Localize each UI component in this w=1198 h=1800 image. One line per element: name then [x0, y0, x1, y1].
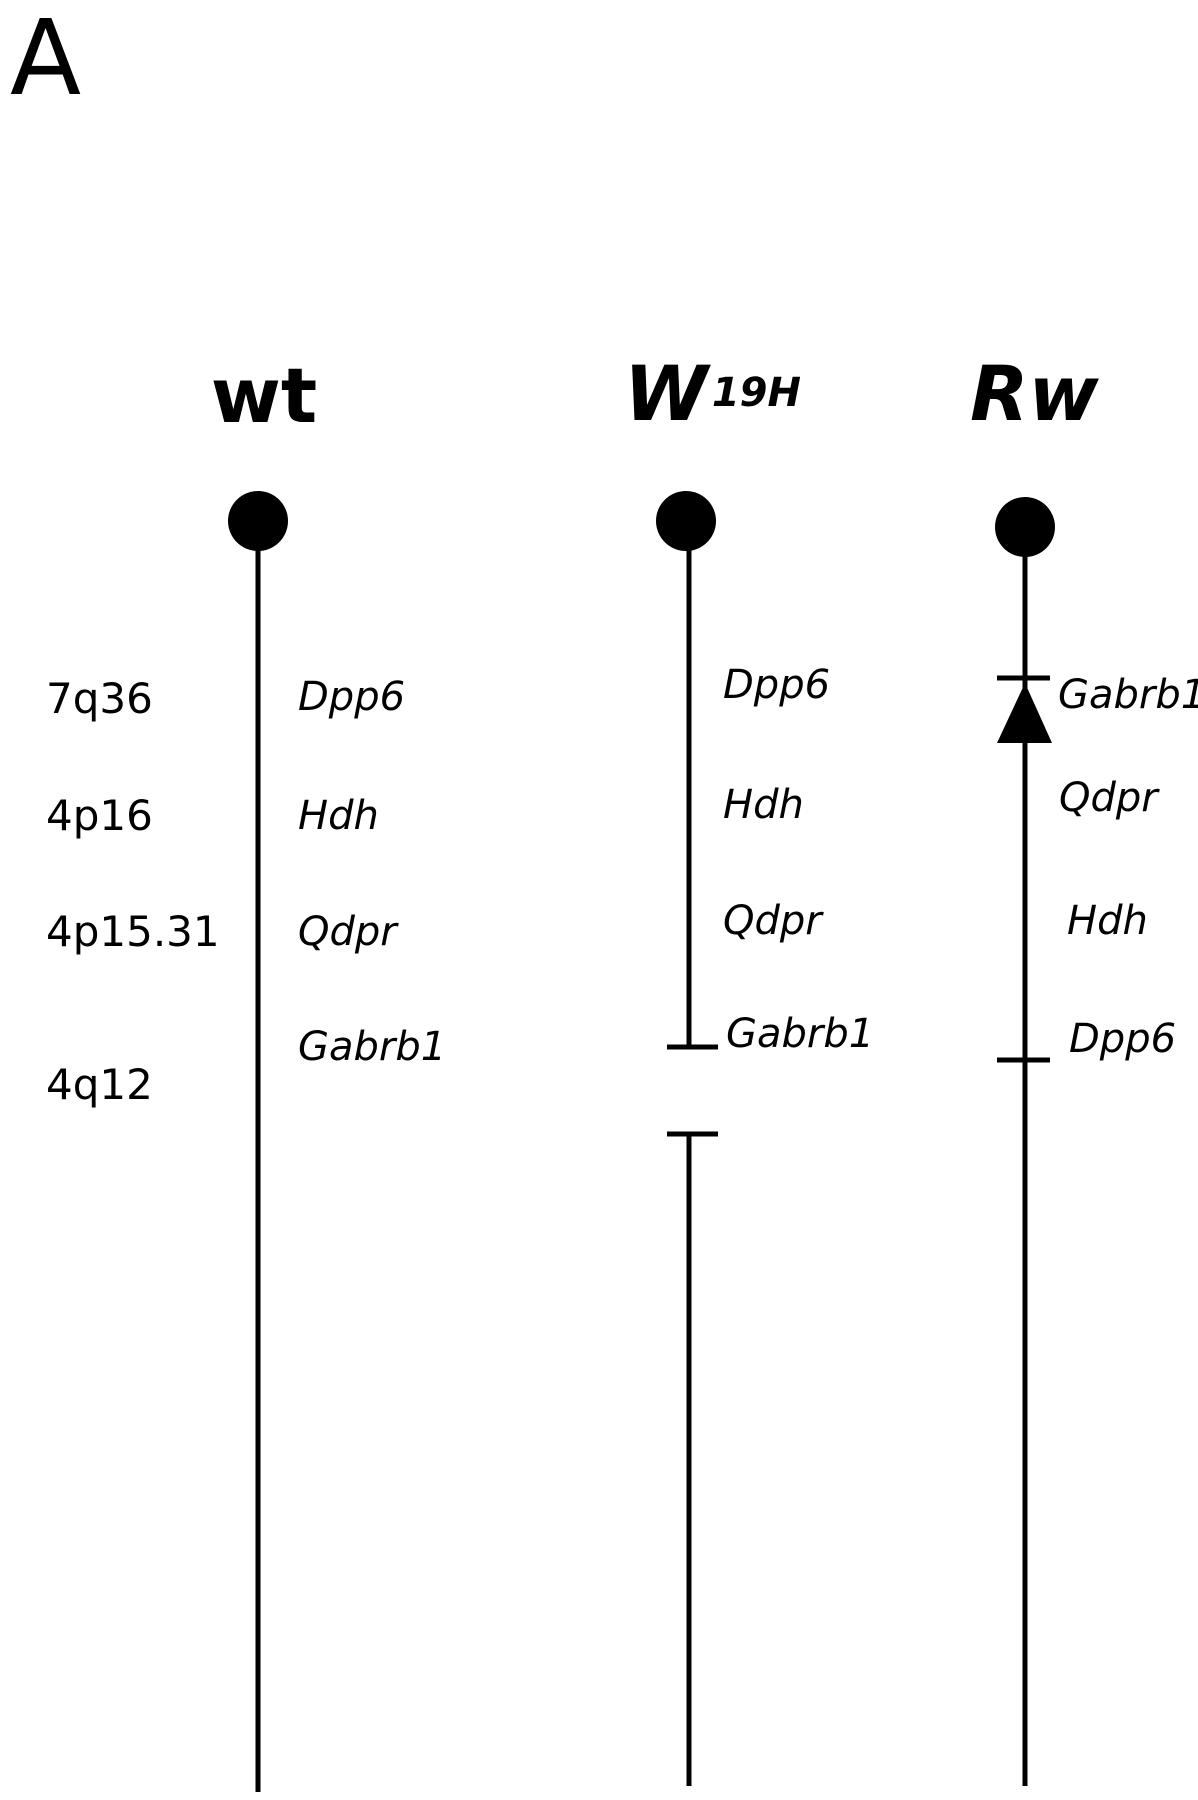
panel-label: A — [10, 0, 81, 119]
band-label: 7q36 — [46, 674, 153, 723]
gene-label: Gabrb1 — [1058, 672, 1198, 718]
gene-label: Dpp6 — [298, 674, 405, 720]
gene-label: Dpp6 — [723, 662, 830, 708]
band-label: 4p15.31 — [46, 907, 220, 956]
gene-label: Gabrb1 — [298, 1024, 446, 1070]
gene-label: Hdh — [1067, 898, 1148, 944]
gene-label: Dpp6 — [1069, 1016, 1176, 1062]
centromere-w19h — [656, 491, 716, 551]
band-label: 4p16 — [46, 791, 153, 840]
gene-label: Hdh — [298, 793, 379, 839]
chromosome-rw-title: Rw — [970, 349, 1100, 438]
chromosome-rw: Rw Gabrb1 Qdpr Hdh Dpp6 — [970, 349, 1198, 1786]
chromosome-wt: wt 7q36 4p16 4p15.31 4q12 Dpp6 Hdh Qdpr … — [46, 351, 446, 1792]
band-label: 4q12 — [46, 1060, 153, 1109]
gene-label: Qdpr — [723, 898, 824, 944]
chromosome-wt-title: wt — [211, 351, 318, 440]
gene-label: Qdpr — [1059, 775, 1160, 821]
gene-label: Hdh — [723, 782, 804, 828]
gene-label: Gabrb1 — [726, 1011, 874, 1057]
inversion-arrowhead-icon — [997, 683, 1052, 743]
gene-label: Qdpr — [298, 909, 399, 955]
